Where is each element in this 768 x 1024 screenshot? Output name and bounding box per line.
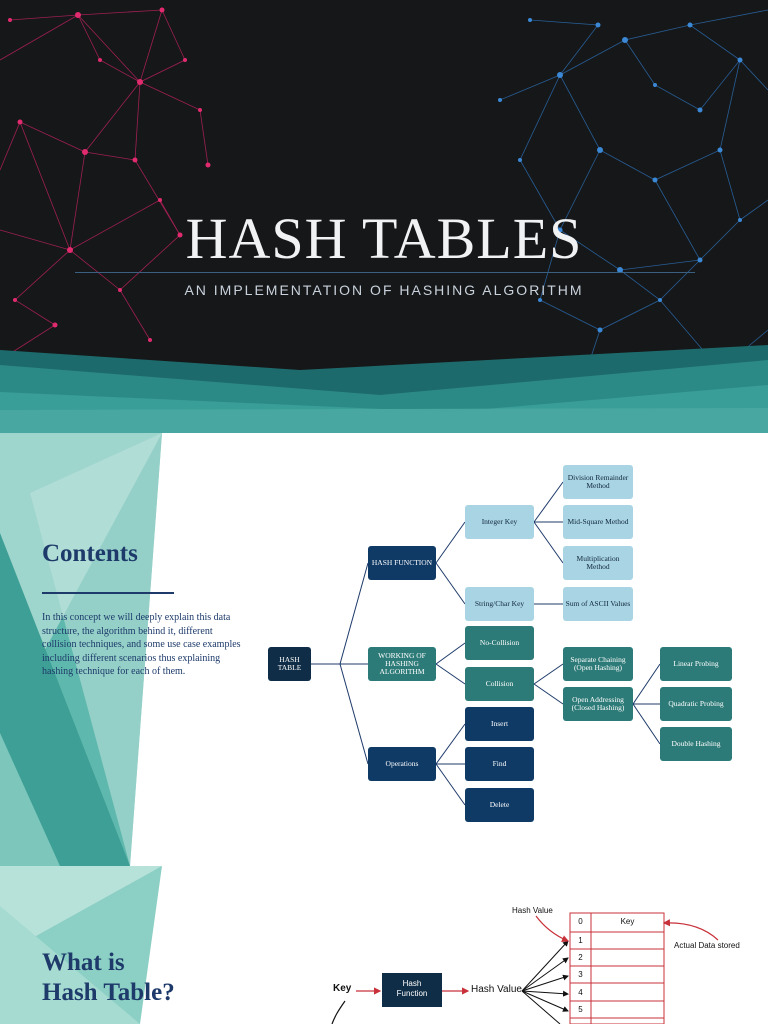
index-5: 5 <box>578 1005 583 1014</box>
node-working: WORKING OF HASHING ALGORITHM <box>368 647 436 681</box>
node-linear-probing: Linear Probing <box>660 647 732 681</box>
node-division-remainder: Division Remainder Method <box>563 465 633 499</box>
arrow-actual-data <box>662 919 719 941</box>
node-quadratic-probing: Quadratic Probing <box>660 687 732 721</box>
node-no-collision: No-Collision <box>465 626 534 660</box>
whatis-heading: What is Hash Table? <box>42 948 175 1008</box>
index-header: 0 <box>578 917 583 926</box>
teal-decoration <box>0 433 162 866</box>
key-curve <box>331 1000 346 1024</box>
index-4: 4 <box>578 988 583 997</box>
slide-subtitle: AN IMPLEMENTATION OF HASHING ALGORITHM <box>184 282 584 298</box>
hash-function-label: Hash Function <box>382 979 442 999</box>
node-separate-chaining: Separate Chaining (Open Hashing) <box>563 647 633 681</box>
index-1: 1 <box>578 936 583 945</box>
hash-table-figure <box>331 912 719 1024</box>
node-insert: Insert <box>465 707 534 741</box>
hash-function-label-line1: Hash <box>402 979 422 988</box>
arrow-hash-value-top <box>535 915 570 943</box>
hash-function-label-line2: Function <box>396 989 428 998</box>
whatis-heading-line2: Hash Table? <box>42 979 175 1006</box>
node-hash-table: HASH TABLE <box>268 647 311 681</box>
node-double-hashing: Double Hashing <box>660 727 732 761</box>
actual-data-label: Actual Data stored <box>674 941 740 950</box>
hash-value-top-label: Hash Value <box>512 906 553 915</box>
title-divider <box>75 272 695 273</box>
contents-body: In this concept we will deeply explain t… <box>42 612 241 677</box>
contents-slide <box>0 433 768 866</box>
title-slide: HASH TABLES AN IMPLEMENTATION OF HASHING… <box>0 0 768 433</box>
key-column-header: Key <box>620 917 635 926</box>
node-sum-ascii: Sum of ASCII Values <box>563 587 633 621</box>
contents-underline <box>42 592 174 594</box>
node-string-key: String/Char Key <box>465 587 534 621</box>
key-label: Key <box>333 983 352 994</box>
teal-decoration-2 <box>0 866 162 1024</box>
slide-title: HASH TABLES <box>185 206 583 271</box>
hash-value-label: Hash Value <box>471 984 522 995</box>
network-background <box>0 7 768 433</box>
hash-function-box <box>382 973 442 1007</box>
index-2: 2 <box>578 953 583 962</box>
index-3: 3 <box>578 970 583 979</box>
contents-heading: Contents <box>42 540 138 567</box>
node-collision: Collision <box>465 667 534 701</box>
whatis-heading-line1: What is <box>42 949 125 976</box>
node-hash-function: HASH FUNCTION <box>368 546 436 580</box>
hash-table-grid <box>569 912 665 1024</box>
node-find: Find <box>465 747 534 781</box>
node-mid-square: Mid-Square Method <box>563 505 633 539</box>
node-integer-key: Integer Key <box>465 505 534 539</box>
node-operations: Operations <box>368 747 436 781</box>
node-delete: Delete <box>465 788 534 822</box>
what-is-slide <box>0 866 768 1024</box>
node-open-addressing: Open Addressing (Closed Hashing) <box>563 687 633 721</box>
node-multiplication: Multiplication Method <box>563 546 633 580</box>
